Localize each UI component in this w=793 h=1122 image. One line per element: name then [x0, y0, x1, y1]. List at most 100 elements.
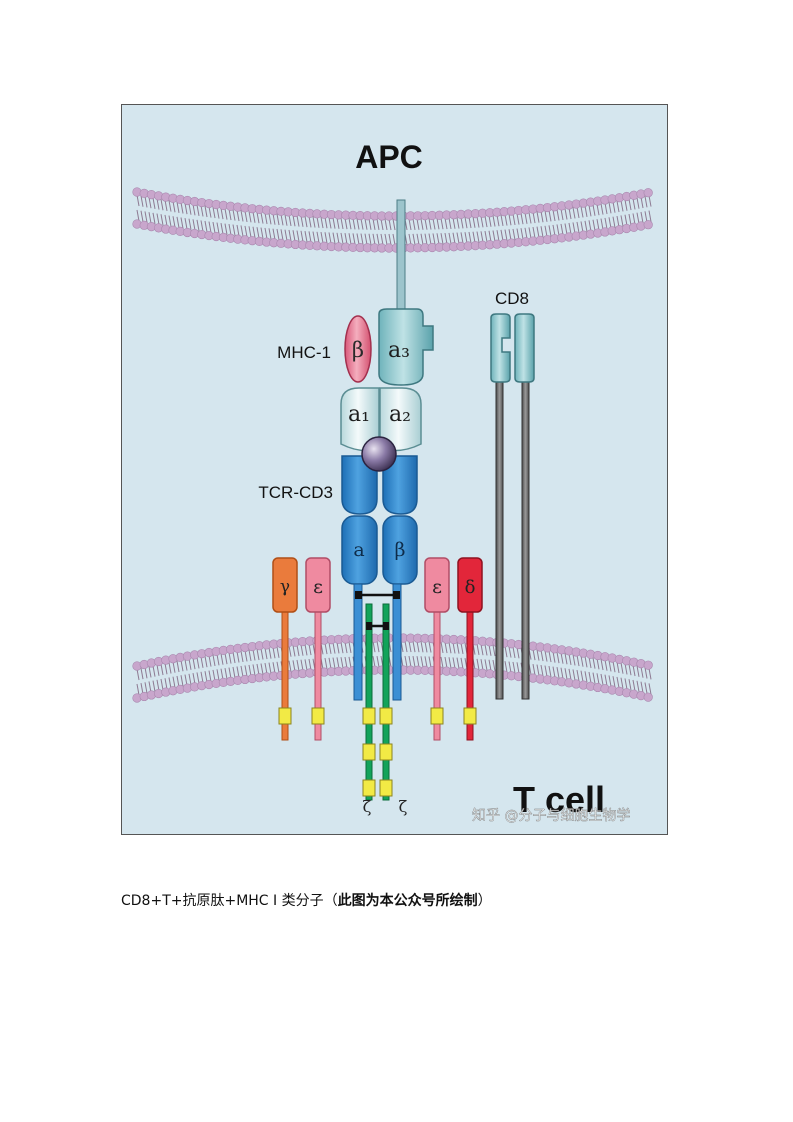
- apc-tail: [596, 219, 600, 231]
- tcell-tail: [636, 665, 640, 677]
- tcell-tail: [304, 644, 308, 656]
- itam-motif: [362, 707, 376, 725]
- tcell-tail: [216, 669, 220, 681]
- apc-tail: [204, 220, 208, 233]
- cd8-beta-stalk: [521, 378, 530, 700]
- apc-tail: [532, 211, 536, 224]
- apc-tail: [576, 221, 580, 234]
- cd3-gamma-domain: [272, 557, 298, 613]
- tcell-tail: [204, 656, 208, 668]
- apc-tail: [552, 224, 556, 236]
- apc-tail: [548, 210, 552, 222]
- tcell-tail: [184, 659, 188, 671]
- apc-tail: [224, 223, 228, 235]
- apc-tail: [424, 218, 428, 230]
- apc-tail: [256, 227, 260, 239]
- apc-tail: [372, 233, 376, 245]
- tcell-tail: [276, 646, 280, 658]
- tcell-tail: [256, 648, 260, 661]
- apc-tail: [332, 232, 336, 244]
- tcell-tail: [144, 667, 148, 679]
- tcell-tail: [536, 649, 540, 661]
- figure-caption: CD8+T+抗原肽+MHC I 类分子（此图为本公众号所绘制）: [121, 890, 492, 910]
- tcell-tail: [580, 655, 584, 667]
- tcell-tail: [644, 667, 648, 679]
- tcell-tail: [348, 641, 352, 653]
- tcell-tail: [568, 653, 572, 665]
- tcell-tail: [196, 672, 200, 684]
- tcell-tail: [620, 662, 624, 674]
- apc-tail: [412, 218, 416, 230]
- apc-tail: [376, 218, 380, 230]
- apc-tail: [200, 205, 204, 217]
- tcell-tail: [308, 643, 312, 656]
- apc-tail: [304, 231, 308, 243]
- apc-tail: [516, 228, 520, 240]
- tcell-tail: [168, 677, 172, 689]
- tcell-tail: [420, 641, 424, 653]
- tcr-alpha-stalk: [353, 583, 363, 701]
- tcell-tail: [564, 668, 568, 680]
- apc-tail: [296, 215, 300, 227]
- tcell-tail: [172, 661, 176, 673]
- apc-tail: [648, 210, 652, 222]
- tcell-tail: [508, 661, 512, 673]
- apc-tail: [308, 231, 312, 243]
- tcell-tail: [416, 656, 420, 668]
- apc-tail: [276, 228, 280, 241]
- apc-tail: [156, 213, 160, 225]
- tcell-tail: [140, 668, 144, 680]
- apc-tail: [312, 216, 316, 228]
- tcell-tail: [164, 678, 168, 690]
- tcell-tail: [612, 676, 616, 688]
- apc-tail: [476, 231, 480, 243]
- tcell-tail: [572, 669, 576, 681]
- apc-tail: [264, 212, 268, 225]
- mhc-1-label: MHC-1: [277, 343, 331, 362]
- apc-tail: [368, 233, 372, 245]
- apc-tail: [480, 231, 484, 243]
- tcell-tail: [548, 665, 552, 678]
- tcell-tail: [144, 682, 148, 694]
- apc-tail: [208, 221, 212, 233]
- tcell-tail: [576, 669, 580, 682]
- apc-tail: [432, 233, 436, 245]
- tcr-alpha-label: a: [353, 539, 364, 561]
- apc-tail: [604, 217, 608, 230]
- apc-tail: [212, 221, 216, 234]
- apc-tail: [480, 216, 484, 228]
- tcell-tail: [268, 662, 272, 674]
- tcell-tail: [408, 655, 412, 668]
- zeta-left-label: ζ: [363, 797, 372, 816]
- tcell-tail: [540, 649, 544, 662]
- apc-tail: [384, 218, 388, 231]
- tcell-tail: [504, 646, 508, 658]
- apc-tail: [268, 213, 272, 225]
- apc-tail: [380, 233, 384, 246]
- apc-tail: [256, 212, 260, 224]
- t-cell-label: T cell: [513, 779, 605, 820]
- tcell-tail: [328, 642, 332, 654]
- tcell-tail: [452, 642, 456, 654]
- apc-tail: [328, 217, 332, 229]
- tcr-beta-variable-domain: [382, 455, 418, 515]
- apc-tail: [488, 230, 492, 242]
- tcell-tail: [256, 663, 260, 676]
- tcell-tail: [476, 658, 480, 670]
- apc-tail: [176, 201, 180, 213]
- apc-tail: [392, 233, 396, 246]
- apc-tail: [452, 232, 456, 244]
- alpha1-label: a₁: [348, 402, 370, 427]
- apc-tail: [504, 214, 508, 226]
- apc-tail: [428, 233, 432, 245]
- apc-tail: [220, 223, 224, 235]
- tcell-tail: [632, 679, 636, 692]
- apc-tail: [584, 220, 588, 232]
- figure-panel: β a₃ a₁ a₂ a β γ ε ε δ APC MHC-1 TCR-CD3…: [121, 104, 668, 835]
- tcell-tail: [516, 662, 520, 674]
- apc-tail: [376, 233, 380, 245]
- tcell-tail: [208, 670, 212, 682]
- apc-tail: [640, 196, 644, 209]
- tcell-tail: [348, 656, 352, 668]
- apc-tail: [348, 218, 352, 230]
